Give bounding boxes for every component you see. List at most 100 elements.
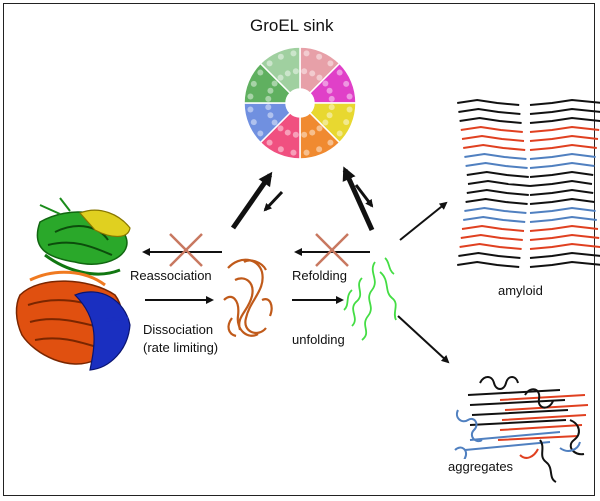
amyloid-strand — [459, 116, 522, 124]
groel-texture — [343, 119, 350, 126]
amyloid-strand — [457, 260, 520, 268]
groel-texture — [266, 60, 273, 67]
amyloid-strand — [466, 188, 529, 196]
groel-texture — [326, 87, 333, 94]
refolding-label: Refolding — [292, 268, 347, 283]
groel-texture — [271, 119, 278, 126]
groel-texture — [271, 80, 278, 87]
amyloid-strand — [529, 152, 596, 160]
groel-texture — [292, 68, 299, 75]
groel-texture — [322, 119, 329, 126]
aggregates-label: aggregates — [446, 459, 516, 475]
groel-subunit — [243, 62, 292, 104]
groel-texture — [336, 130, 343, 137]
amyloid-strand — [458, 107, 521, 115]
groel-texture — [326, 112, 333, 119]
unfolding-label: unfolding — [292, 332, 345, 347]
amyloid-strand — [458, 251, 521, 259]
groel-texture — [346, 106, 353, 113]
groel-texture — [277, 53, 284, 60]
amyloid-strand — [529, 242, 600, 250]
aggregates-structure — [454, 376, 589, 483]
groel-structure — [243, 46, 357, 160]
amyloid-strand — [461, 224, 525, 232]
groel-texture — [250, 119, 257, 126]
amyloid-label: amyloid — [498, 283, 543, 298]
groel-subunit — [259, 111, 301, 160]
amyloid-strand — [529, 197, 595, 205]
unfolded-protein — [343, 257, 397, 341]
figure-border — [3, 3, 595, 496]
groel-release-unfolded-arrow — [354, 184, 374, 208]
amyloid-strand — [459, 242, 522, 250]
unfolded-to-groel-arrow — [342, 166, 375, 232]
amyloid-strand — [529, 116, 600, 124]
groel-texture — [316, 53, 323, 60]
amyloid-strand — [529, 188, 594, 196]
amyloid-strand — [465, 197, 528, 205]
amyloid-strand — [464, 206, 527, 214]
dissociation-note-label: (rate limiting) — [143, 340, 219, 355]
amyloid-strand — [529, 251, 600, 259]
groel-texture — [309, 70, 316, 77]
groel-texture — [250, 80, 257, 87]
groel-texture — [265, 95, 272, 102]
amyloid-strand — [461, 134, 525, 142]
groel-subunit — [259, 46, 301, 95]
groel-texture — [327, 139, 334, 146]
groel-texture — [343, 80, 350, 87]
groel-texture — [290, 149, 297, 156]
groel-texture — [309, 129, 316, 136]
amyloid-structure — [457, 98, 600, 268]
groel-texture — [301, 68, 308, 75]
amyloid-strand — [457, 98, 520, 106]
amyloid-strand — [466, 170, 529, 178]
groel-subunit — [243, 102, 292, 144]
groel-texture — [257, 130, 264, 137]
groel-texture — [247, 93, 254, 100]
reassociation-label: Reassociation — [130, 268, 212, 283]
dimer-structure — [15, 197, 131, 371]
groel-subunit — [299, 46, 341, 95]
groel-texture — [265, 104, 272, 111]
amyloid-strand — [465, 161, 528, 169]
groel-texture — [322, 80, 329, 87]
groel-texture — [303, 149, 310, 156]
amyloid-strand — [529, 206, 596, 214]
amyloid-strand — [529, 179, 593, 187]
groel-texture — [292, 131, 299, 138]
amyloid-strand — [529, 143, 597, 151]
groel-texture — [257, 69, 264, 76]
amyloid-strand — [463, 215, 526, 223]
groel-texture — [327, 60, 334, 67]
amyloid-strand — [467, 179, 531, 187]
to-aggregates-arrow — [397, 315, 450, 364]
groel-texture — [290, 50, 297, 57]
groel-texture — [316, 146, 323, 153]
groel-texture — [277, 125, 284, 132]
amyloid-strand — [529, 107, 600, 115]
groel-texture — [284, 129, 291, 136]
dissociation-label: Dissociation — [143, 322, 214, 337]
groel-texture — [267, 112, 274, 119]
groel-texture — [247, 106, 254, 113]
groel-texture — [316, 125, 323, 132]
groel-texture — [346, 93, 353, 100]
groel-texture — [277, 74, 284, 81]
arrows — [142, 166, 450, 364]
amyloid-strand — [529, 134, 599, 142]
amyloid-strand — [460, 233, 523, 241]
groel-subunit — [299, 111, 341, 160]
monomer-structure — [223, 258, 273, 338]
blocked-reassociation-cross — [169, 233, 203, 267]
amyloid-strand — [464, 152, 527, 160]
groel-texture — [284, 70, 291, 77]
to-amyloid-arrow — [399, 201, 448, 241]
amyloid-strand — [529, 260, 600, 268]
amyloid-strand — [529, 125, 600, 133]
groel-texture — [277, 146, 284, 153]
groel-texture — [303, 50, 310, 57]
groel-texture — [328, 95, 335, 102]
